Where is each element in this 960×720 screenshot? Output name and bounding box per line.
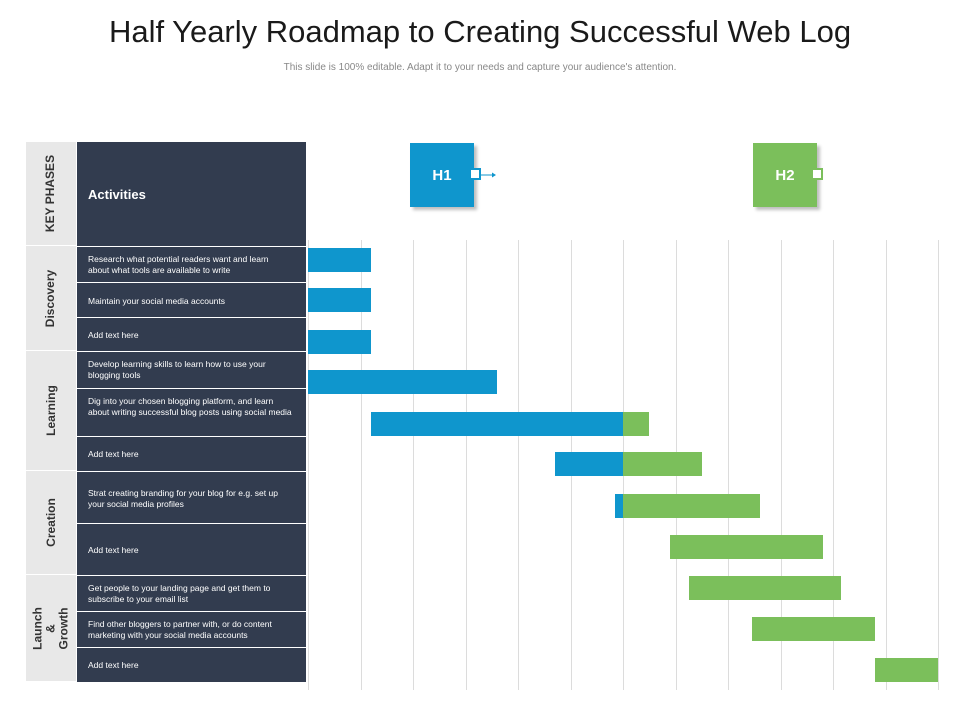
gridline — [885, 240, 887, 690]
h2-marker[interactable]: H2 — [753, 143, 817, 207]
activity-row: Dig into your chosen blogging platform, … — [77, 388, 306, 436]
gridline — [413, 240, 414, 690]
gridline — [780, 240, 782, 690]
gridline — [465, 240, 467, 690]
page-subtitle: This slide is 100% editable. Adapt it to… — [283, 62, 677, 73]
phase-label-line: Growth — [56, 607, 71, 649]
gantt-bar-h1[interactable] — [371, 412, 623, 436]
activity-row: Research what potential readers want and… — [77, 246, 306, 282]
activity-row: Maintain your social media accounts — [77, 282, 306, 317]
gantt-bar-h1[interactable] — [554, 452, 623, 476]
activity-row: Develop learning skills to learn how to … — [77, 351, 306, 388]
activity-row: Get people to your landing page and get … — [77, 575, 306, 611]
h2-handle-icon[interactable] — [811, 168, 823, 180]
gantt-bar-h2[interactable] — [688, 576, 841, 600]
phase-label: Discovery — [43, 269, 58, 327]
gridline — [360, 240, 362, 690]
phase-label: Launch &Growth — [30, 603, 71, 653]
phase-creation: Creation — [26, 471, 76, 575]
gridline — [833, 240, 834, 690]
activities-header: Activities — [77, 142, 306, 246]
h2-label: H2 — [775, 166, 795, 184]
gridline — [518, 240, 519, 690]
gantt-bar-h1[interactable] — [615, 494, 623, 518]
key-phases-header: KEY PHASES — [26, 142, 76, 246]
phase-label: Creation — [43, 498, 58, 547]
phase-learning: Learning — [26, 351, 76, 471]
phase-discovery: Discovery — [26, 246, 76, 351]
gridline — [728, 240, 729, 690]
gantt-bar-h2[interactable] — [751, 617, 875, 641]
activities-label: Activities — [88, 186, 146, 202]
h1-marker[interactable]: H1 — [410, 143, 474, 207]
phase-label: Learning — [43, 385, 58, 436]
gridline — [308, 240, 309, 690]
activity-row: Add text here — [77, 647, 306, 682]
h1-handle-icon[interactable] — [469, 168, 481, 180]
gantt-bar-h1[interactable] — [308, 288, 371, 312]
arrow-right-icon — [481, 172, 496, 178]
page-title: Half Yearly Roadmap to Creating Successf… — [108, 14, 852, 49]
activity-row: Add text here — [77, 436, 306, 471]
gantt-bar-h2[interactable] — [670, 535, 823, 559]
h1-label: H1 — [432, 166, 452, 184]
gantt-bar-h2[interactable] — [623, 494, 760, 518]
gantt-bar-h1[interactable] — [308, 248, 371, 272]
activity-row: Strat creating branding for your blog fo… — [77, 471, 306, 523]
phase-label-line: Launch & — [30, 606, 58, 650]
gantt-bar-h1[interactable] — [308, 330, 371, 354]
activity-row: Add text here — [77, 523, 306, 575]
gantt-bar-h2[interactable] — [623, 412, 650, 436]
activity-row: Add text here — [77, 317, 306, 351]
phase-launch-growth: Launch &Growth — [26, 575, 76, 682]
gridline — [938, 240, 939, 690]
gantt-bar-h2[interactable] — [875, 658, 938, 682]
activity-row: Find other bloggers to partner with, or … — [77, 611, 306, 647]
gantt-bar-h2[interactable] — [623, 452, 702, 476]
gantt-bar-h1[interactable] — [308, 370, 497, 394]
key-phases-label: KEY PHASES — [43, 154, 58, 233]
